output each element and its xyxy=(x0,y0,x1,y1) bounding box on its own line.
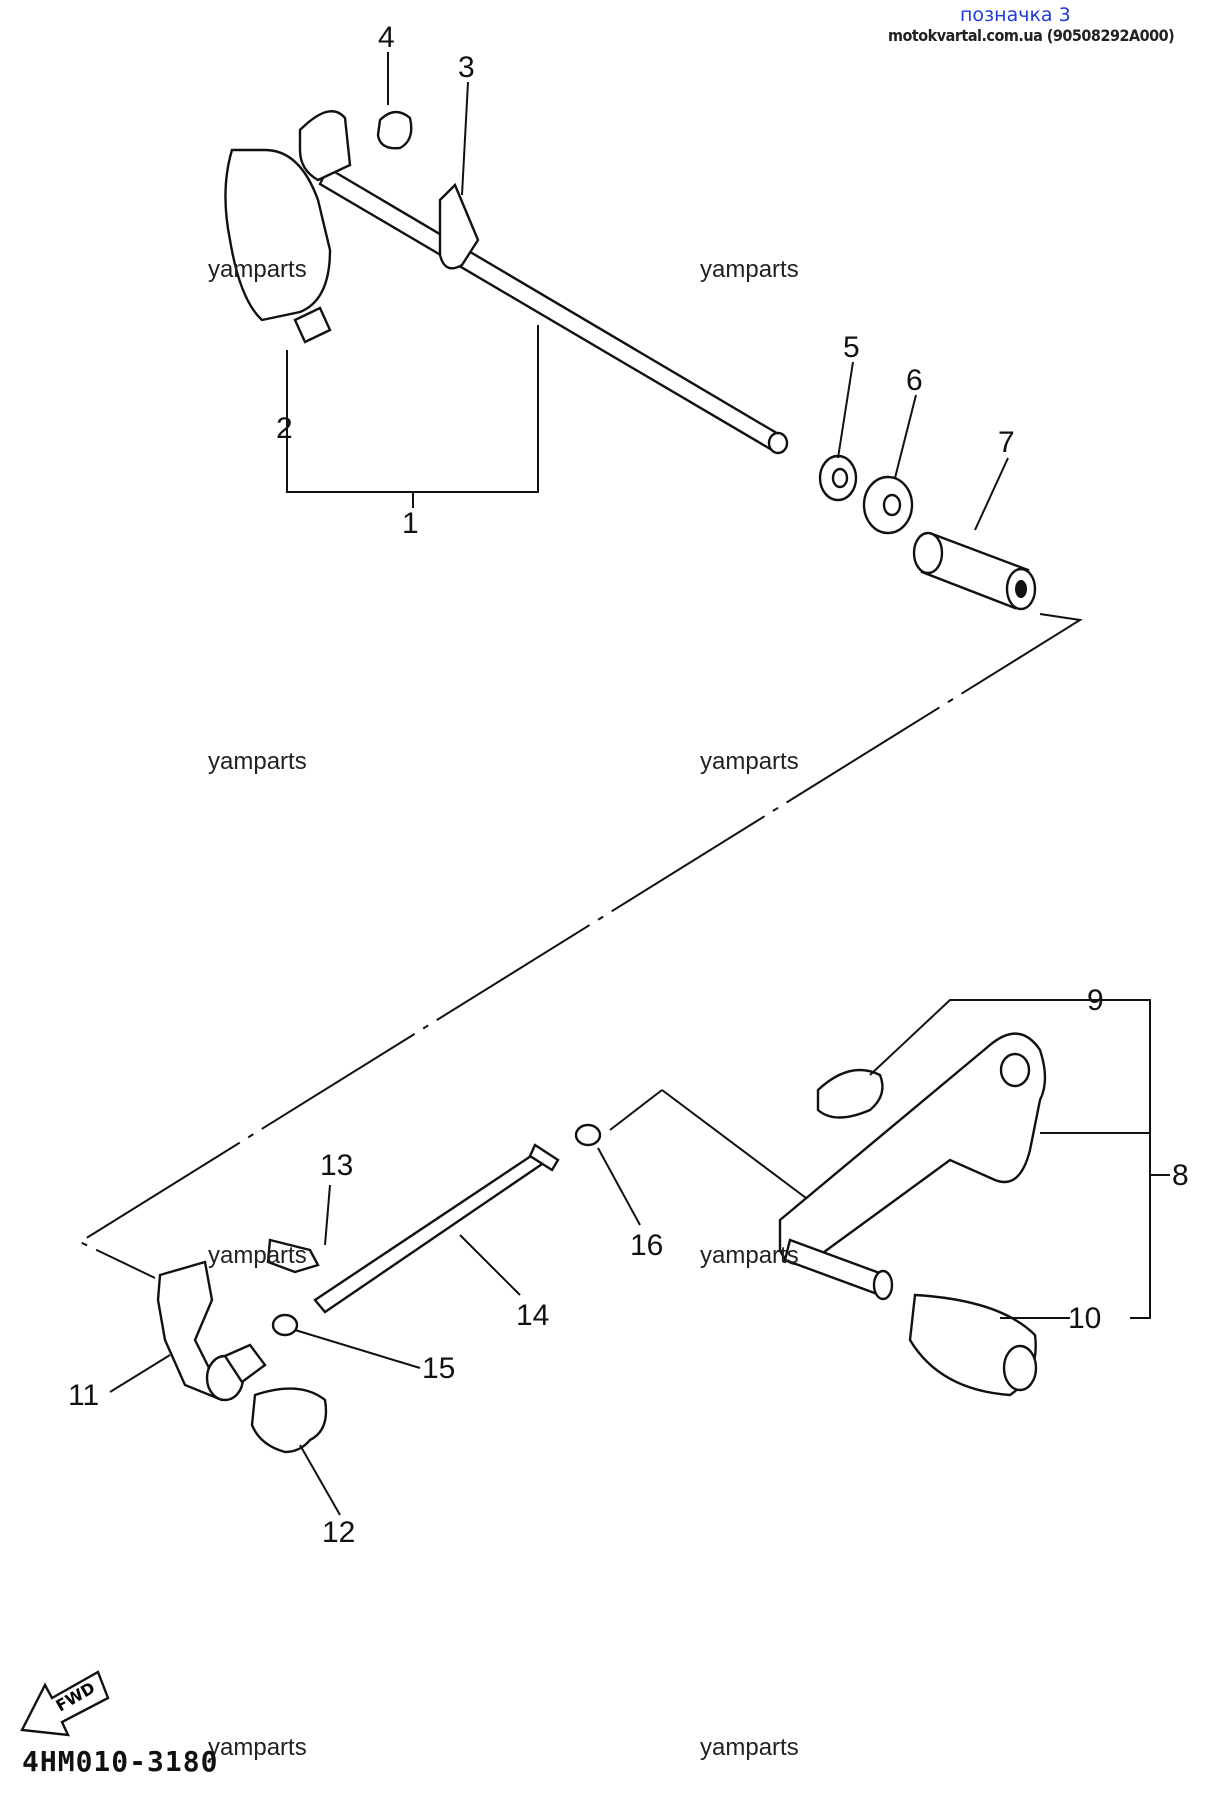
callout-3: 3 xyxy=(458,51,475,84)
spring-clip[interactable] xyxy=(293,306,332,344)
callout-5: 5 xyxy=(843,331,860,364)
washer[interactable] xyxy=(818,454,858,502)
nut-upper[interactable] xyxy=(574,1123,602,1147)
header-label: позначка 3 xyxy=(960,4,1071,26)
watermark: yamparts xyxy=(700,748,799,775)
shift-rod[interactable] xyxy=(313,1143,560,1314)
fwd-arrow-icon: FWD xyxy=(20,1670,110,1737)
watermark: yamparts xyxy=(208,1242,307,1269)
watermark: yamparts xyxy=(208,748,307,775)
watermark: yamparts xyxy=(700,1242,799,1269)
oil-seal[interactable] xyxy=(862,475,914,535)
shift-shaft[interactable] xyxy=(224,110,789,455)
shift-arm[interactable] xyxy=(156,1260,267,1402)
rod-joint[interactable] xyxy=(266,1238,320,1274)
callout-10: 10 xyxy=(1068,1302,1101,1335)
circlip[interactable] xyxy=(376,110,413,150)
callout-12: 12 xyxy=(322,1516,355,1549)
pedal-rubber[interactable] xyxy=(908,1293,1038,1397)
callout-9: 9 xyxy=(1087,984,1104,1017)
pivot-bolt[interactable] xyxy=(816,1068,884,1119)
header-source: motokvartal.com.ua (90508292A000) xyxy=(888,26,1175,45)
nut-lower[interactable] xyxy=(271,1313,299,1337)
callout-1: 1 xyxy=(402,507,419,540)
collar[interactable] xyxy=(912,531,1037,611)
callout-4: 4 xyxy=(378,21,395,54)
callout-2: 2 xyxy=(276,412,293,445)
diagram-code: 4HM010-3180 xyxy=(22,1745,219,1778)
callout-13: 13 xyxy=(320,1149,353,1182)
watermark: yamparts xyxy=(208,256,307,283)
callout-15: 15 xyxy=(422,1352,455,1385)
boot-cover[interactable] xyxy=(250,1387,328,1454)
watermark: yamparts xyxy=(700,1734,799,1761)
watermark: yamparts xyxy=(700,256,799,283)
callout-11: 11 xyxy=(68,1379,99,1412)
shift-pedal[interactable] xyxy=(778,1032,1047,1301)
callout-8: 8 xyxy=(1172,1159,1189,1192)
callout-16: 16 xyxy=(630,1229,663,1262)
watermark: yamparts xyxy=(208,1734,307,1761)
callout-6: 6 xyxy=(906,364,923,397)
callout-7: 7 xyxy=(998,426,1015,459)
callout-14: 14 xyxy=(516,1299,549,1332)
